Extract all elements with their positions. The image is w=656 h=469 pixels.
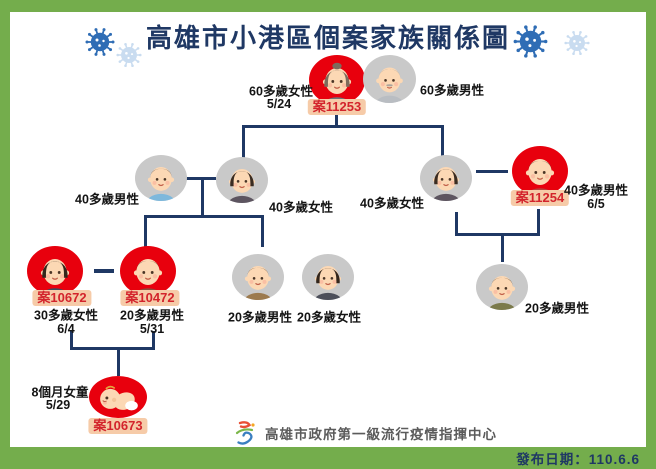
connector-segment <box>186 177 216 180</box>
person-annotation: 30多歲女性 <box>34 308 98 323</box>
person-annotation: 60多歲女性 <box>249 84 313 99</box>
connector-segment <box>476 170 508 173</box>
connector-segment <box>455 233 540 236</box>
connector-segment <box>144 215 264 218</box>
publish-date: 發布日期：110.6.6 <box>516 452 640 467</box>
connector-segment <box>117 348 120 376</box>
avatar-man-40s-left <box>135 155 187 201</box>
connector-segment <box>537 209 540 236</box>
avatar-man-60s <box>362 55 416 103</box>
avatar-man-20s-right <box>476 264 528 310</box>
connector-segment <box>455 212 458 236</box>
connector-segment <box>201 179 204 217</box>
avatar-woman-40s-left <box>216 157 268 203</box>
man-avatar-icon <box>512 146 568 196</box>
case-label-case-11253: 案11253 <box>307 99 367 115</box>
virus-icon <box>513 24 548 59</box>
elderly-man-avatar-icon <box>362 55 416 103</box>
person-annotation: 20多歲男性 <box>228 310 292 325</box>
young-woman-avatar-icon <box>302 254 354 300</box>
connector-segment <box>70 347 155 350</box>
person-annotation: 6/4 <box>57 322 75 336</box>
connector-segment <box>242 125 444 128</box>
connector-segment <box>501 234 504 262</box>
baby-avatar-icon <box>89 376 147 418</box>
connector-segment <box>242 125 245 158</box>
page-title: 高雄市小港區個案家族關係圖 <box>145 23 510 53</box>
avatar-case-10672 <box>27 246 83 296</box>
young-man-avatar-icon <box>476 264 528 310</box>
footer-org-name: 高雄市政府第一級流行疫情指揮中心 <box>265 427 497 442</box>
case-label-case-10472: 案10472 <box>120 290 180 306</box>
avatar-case-11254 <box>512 146 568 196</box>
person-annotation: 5/24 <box>266 97 292 111</box>
connector-segment <box>144 215 147 247</box>
virus-light-icon <box>116 42 142 68</box>
connector-segment <box>335 114 338 127</box>
woman-avatar-icon <box>216 157 268 203</box>
person-annotation: 8個月女童 <box>31 385 89 400</box>
connector-segment <box>441 125 444 156</box>
connector-segment <box>152 331 155 350</box>
person-annotation: 5/31 <box>139 322 165 336</box>
elderly-woman-avatar-icon <box>309 55 365 105</box>
connector-segment <box>261 215 264 247</box>
person-annotation: 5/29 <box>45 398 71 412</box>
young-man-avatar-icon <box>120 246 176 296</box>
person-annotation: 60多歲男性 <box>420 83 484 98</box>
avatar-case-11253 <box>309 55 365 105</box>
man-avatar-icon <box>135 155 187 201</box>
connector-segment <box>94 269 114 273</box>
person-annotation: 40多歲男性 <box>75 192 139 207</box>
case-label-case-11254: 案11254 <box>510 190 570 206</box>
avatar-woman-20s <box>302 254 354 300</box>
person-annotation: 20多歲女性 <box>297 310 361 325</box>
avatar-case-10673 <box>89 376 147 418</box>
person-annotation: 40多歲男性 <box>564 183 628 198</box>
case-label-case-10673: 案10673 <box>88 418 148 434</box>
footer: 高雄市政府第一級流行疫情指揮中心 <box>233 419 497 447</box>
young-man-avatar-icon <box>232 254 284 300</box>
woman-avatar-icon <box>27 246 83 296</box>
person-annotation: 6/5 <box>587 197 605 211</box>
publish-bar: 發布日期：110.6.6 <box>0 447 656 469</box>
person-annotation: 40多歲女性 <box>269 200 333 215</box>
person-annotation: 20多歲男性 <box>120 308 184 323</box>
avatar-man-20s-left <box>232 254 284 300</box>
virus-icon <box>85 27 115 57</box>
virus-light-icon <box>564 30 590 56</box>
person-annotation: 20多歲男性 <box>525 301 589 316</box>
woman-avatar-icon <box>420 155 472 201</box>
case-label-case-10672: 案10672 <box>32 290 92 306</box>
kaohsiung-city-logo <box>235 421 255 445</box>
avatar-case-10472 <box>120 246 176 296</box>
avatar-woman-40s-right <box>420 155 472 201</box>
person-annotation: 40多歲女性 <box>360 196 424 211</box>
connector-segment <box>70 331 73 350</box>
